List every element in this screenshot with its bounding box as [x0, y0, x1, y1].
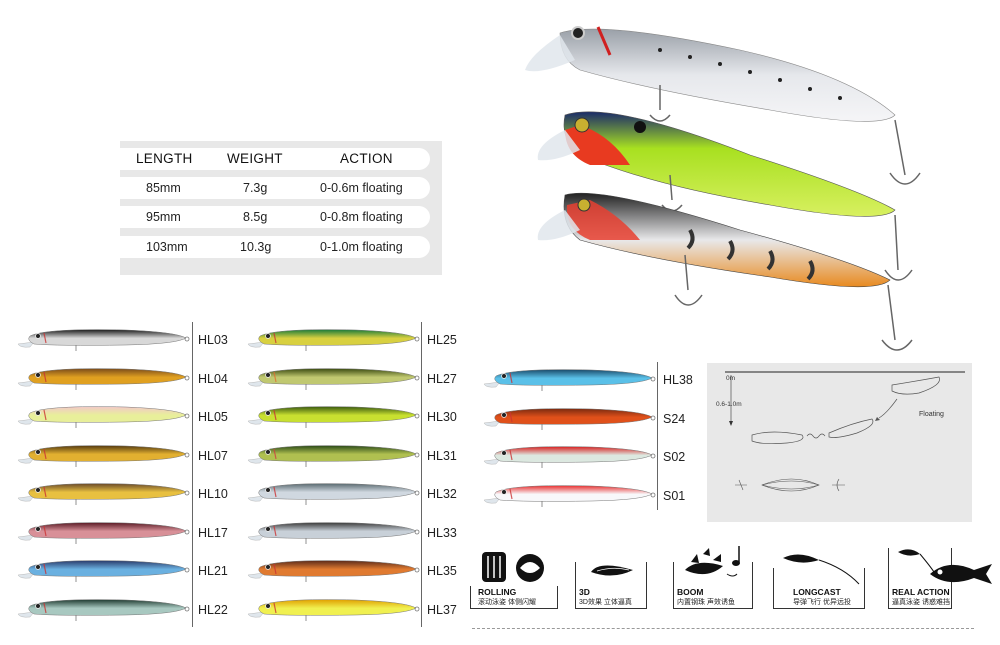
- spec-row: 103mm 10.3g 0-1.0m floating: [120, 236, 430, 258]
- feature-bracket: [773, 568, 865, 609]
- lure-s02: [483, 446, 656, 468]
- header-action: ACTION: [340, 151, 393, 166]
- spec-length: 95mm: [146, 210, 181, 224]
- color-code-label: HL30: [427, 410, 457, 424]
- spec-action: 0-0.8m floating: [320, 210, 403, 224]
- boom-sound-icon: [685, 546, 740, 577]
- lure-hl38: [483, 369, 656, 391]
- color-code-label: HL32: [427, 487, 457, 501]
- feature-subtitle: 导弹飞行 优异远投: [793, 599, 851, 606]
- lure-hl27: [247, 367, 420, 390]
- lure-hl35: [247, 560, 420, 582]
- color-code-label: HL33: [427, 525, 457, 540]
- feature-boom: BOOM 内置钢珠 声效诱鱼: [673, 540, 753, 609]
- lure-hl25: [247, 329, 420, 351]
- spec-weight: 7.3g: [243, 181, 268, 195]
- real-action-fish-icon: [898, 549, 992, 584]
- spec-row: 95mm 8.5g 0-0.8m floating: [120, 206, 430, 228]
- feature-bracket: [673, 562, 753, 609]
- 3d-lure-icon: [591, 565, 633, 576]
- color-code-label: HL05: [198, 410, 228, 424]
- color-code-label: HL10: [198, 487, 228, 501]
- color-code-label: S24: [663, 411, 686, 426]
- lure-hl31: [247, 444, 420, 467]
- feature-title: REAL ACTION: [892, 587, 950, 597]
- color-code-label: HL31: [427, 448, 457, 463]
- header-weight: WEIGHT: [227, 151, 283, 166]
- column-divider: [657, 362, 658, 510]
- color-code-label: HL21: [198, 564, 228, 578]
- spec-table: LENGTH WEIGHT ACTION 85mm 7.3g 0-0.6m fl…: [120, 141, 442, 275]
- feature-bracket: [470, 586, 558, 609]
- floating-label: Floating: [919, 411, 944, 418]
- lure-hl17: [17, 521, 190, 544]
- diagram-drawing: [725, 371, 965, 492]
- longcast-icon: [783, 554, 860, 585]
- lure-hl30: [247, 406, 420, 428]
- column-divider: [192, 322, 193, 627]
- lure-s24: [483, 407, 656, 430]
- rolling-icon: [482, 552, 544, 582]
- feature-title: 3D: [579, 587, 590, 597]
- feature-subtitle: 滚动泳姿 体侧闪耀: [478, 599, 536, 606]
- feature-subtitle: 内置钢珠 声效诱鱼: [677, 599, 735, 606]
- lure-hl03: [17, 329, 190, 351]
- lure-hl05: [17, 406, 190, 428]
- color-code-label: HL07: [198, 448, 228, 463]
- feature-subtitle: 逼真泳姿 诱惑难挡: [892, 599, 950, 606]
- lure-hl21: [17, 560, 190, 582]
- feature-3d: 3D 3D效果 立体逼真: [575, 546, 647, 609]
- feature-title: LONGCAST: [793, 587, 841, 597]
- spec-weight: 8.5g: [243, 210, 268, 224]
- spec-action: 0-0.6m floating: [320, 181, 403, 195]
- color-code-label: HL17: [198, 525, 228, 540]
- lure-hl07: [17, 444, 190, 467]
- lure-s01: [483, 484, 656, 507]
- column-divider: [421, 322, 422, 627]
- spec-action: 0-1.0m floating: [320, 240, 403, 254]
- hero-lure-chartreuse: [537, 111, 913, 281]
- lure-hl37: [247, 598, 420, 621]
- color-code-label: HL38: [663, 373, 693, 387]
- color-code-label: HL03: [198, 333, 228, 347]
- feature-title: BOOM: [677, 587, 704, 597]
- header-length: LENGTH: [136, 151, 193, 166]
- bottom-dashed-divider: [472, 628, 974, 629]
- hero-lure-silver: [525, 26, 921, 185]
- color-code-label: HL25: [427, 333, 457, 347]
- lure-hl22: [17, 598, 190, 621]
- color-code-label: HL04: [198, 371, 228, 386]
- color-code-label: HL37: [427, 602, 457, 617]
- color-code-label: HL22: [198, 602, 228, 617]
- spec-length: 85mm: [146, 181, 181, 195]
- lure-hl33: [247, 521, 420, 544]
- spec-row: 85mm 7.3g 0-0.6m floating: [120, 177, 430, 199]
- feature-title: ROLLING: [478, 587, 517, 597]
- hero-lures-illustration: [525, 26, 921, 351]
- action-diagram: 0m 0.6-1.0m Floating: [707, 363, 972, 522]
- lure-hl32: [247, 483, 420, 505]
- feature-longcast: LONGCAST 导弹飞行 优异远投: [773, 546, 865, 609]
- spec-length: 103mm: [146, 240, 188, 254]
- color-code-label: HL35: [427, 564, 457, 578]
- lure-hl10: [17, 483, 190, 505]
- color-code-label: S02: [663, 450, 686, 464]
- spec-weight: 10.3g: [240, 240, 272, 254]
- depth-top-label: 0m: [726, 375, 736, 382]
- color-code-label: HL27: [427, 371, 457, 386]
- feature-subtitle: 3D效果 立体逼真: [579, 599, 632, 606]
- feature-bracket: [575, 562, 647, 609]
- lure-hl04: [17, 367, 190, 390]
- color-code-label: S01: [663, 488, 686, 503]
- feature-rolling: ROLLING 滚动泳姿 体侧闪耀: [470, 546, 558, 609]
- spec-table-header: LENGTH WEIGHT ACTION: [120, 148, 430, 170]
- hero-lure-black-orange: [537, 192, 913, 351]
- feature-real-action: REAL ACTION 逼真泳姿 诱惑难挡: [888, 544, 996, 609]
- depth-range-label: 0.6-1.0m: [716, 401, 742, 408]
